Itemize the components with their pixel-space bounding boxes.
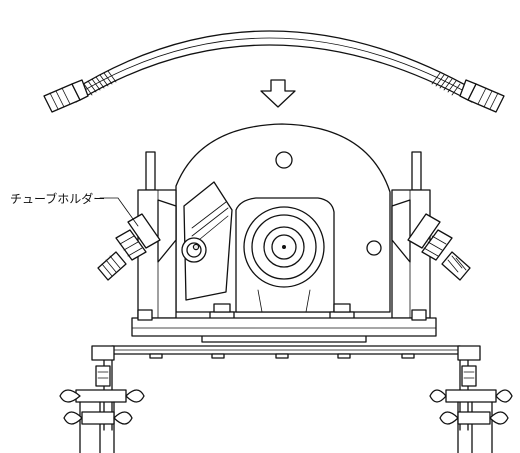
tube-holder-callout: チューブホルダー [10,191,139,227]
right-tube-fitting [407,213,471,281]
tube [69,30,479,103]
top-screw-hole [275,151,293,169]
rotor-housing [235,197,335,313]
right-stand [429,345,513,453]
right-hose-barb [459,79,505,113]
down-arrow-icon [260,79,296,108]
tube-holder-label: チューブホルダー [10,191,105,206]
left-tube-fitting [97,213,161,281]
left-hose-barb [43,79,89,113]
side-screw-hole [366,240,382,256]
left-stand [59,345,145,453]
tube-holder-plate [181,181,233,301]
leader-line [99,197,139,227]
